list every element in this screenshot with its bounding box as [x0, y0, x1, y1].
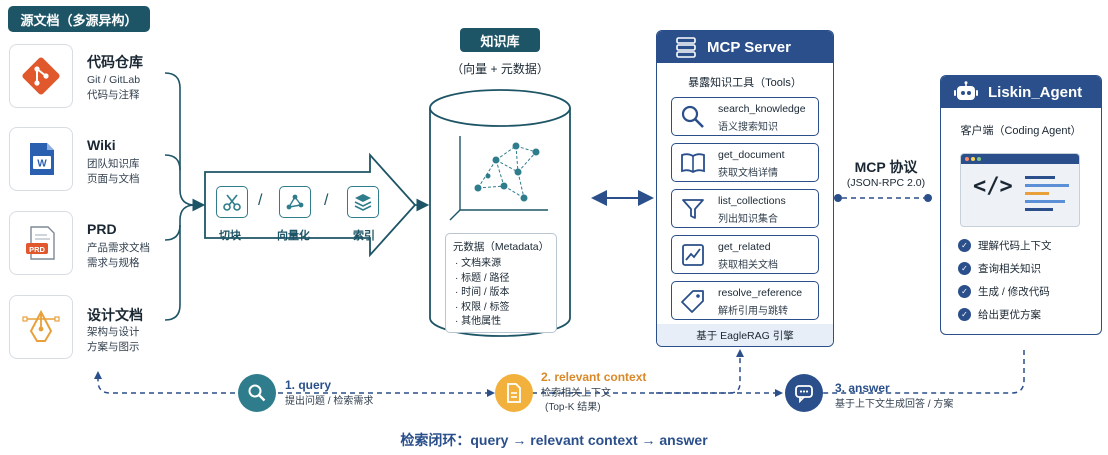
mcp-server-title: MCP Server: [707, 38, 791, 56]
tool-desc: 语义搜索知识: [718, 122, 778, 133]
loop-caption: 检索闭环：query → relevant context → answer: [400, 432, 708, 448]
search-icon: [248, 384, 266, 402]
agent-capability: ✓查询相关知识: [958, 261, 1041, 276]
mcp-server-header: MCP Server: [657, 31, 833, 63]
pen-tool-icon: [22, 309, 60, 342]
magnifier-icon: [681, 105, 704, 128]
loop-step-sub: 检索相关上下文: [541, 388, 611, 399]
source-bracket: [164, 72, 206, 321]
metadata-item: · 文档来源: [455, 258, 502, 269]
source-sub: 架构与设计方案与图示: [87, 326, 140, 353]
vectorize-step-box: [279, 186, 311, 218]
answer-step-icon: [785, 374, 823, 412]
metadata-item: · 时间 / 版本: [455, 287, 510, 298]
file-icon: [507, 383, 521, 403]
mcp-server-footer: 基于 EagleRAG 引擎: [657, 324, 833, 346]
chunk-step-box: [216, 186, 248, 218]
source-sub: 产品需求文档需求与规格: [87, 242, 150, 269]
source-card-code-repo: [9, 44, 73, 108]
check-icon: ✓: [958, 308, 971, 321]
agent-header: Liskin_Agent: [941, 76, 1101, 108]
index-step-box: [347, 186, 379, 218]
vector-space-icon: [449, 136, 548, 221]
tool-get-document[interactable]: get_document 获取文档详情: [671, 143, 819, 182]
source-card-design: [9, 295, 73, 359]
chat-bubble-icon: [795, 385, 813, 403]
code-window: </>: [960, 153, 1080, 227]
tool-name: get_document: [718, 149, 785, 161]
pipeline-step-label: 索引: [353, 230, 375, 242]
tool-name: search_knowledge: [718, 103, 806, 115]
pipeline-step-label: 切块: [219, 230, 241, 242]
loop-step-title: 1. query: [285, 378, 332, 392]
filter-icon: [682, 199, 704, 219]
source-sub: 团队知识库页面与文档: [87, 158, 140, 185]
context-step-icon: [495, 374, 533, 412]
prd-badge: PRD: [29, 245, 45, 254]
agent-title: Liskin_Agent: [988, 83, 1083, 101]
protocol-sub: (JSON-RPC 2.0): [846, 177, 926, 189]
loop-step-sub: 提出问题 / 检索需求: [285, 396, 374, 407]
mcp-server-subtitle: 暴露知识工具（Tools）: [688, 77, 802, 89]
source-title: Wiki: [87, 137, 116, 153]
git-icon: [22, 57, 60, 95]
protocol-title: MCP 协议: [854, 159, 918, 175]
server-icon: [676, 37, 696, 58]
loop-step-title: 2. relevant context: [541, 370, 647, 384]
source-card-wiki: W: [9, 127, 73, 191]
check-icon: ✓: [958, 239, 971, 252]
check-icon: ✓: [958, 285, 971, 298]
metadata-title: 元数据（Metadata）: [452, 241, 550, 253]
tool-desc: 获取文档详情: [718, 168, 778, 179]
chart-icon: [682, 244, 704, 266]
source-title: 代码仓库: [87, 54, 143, 70]
metadata-item: · 其他属性: [455, 316, 502, 327]
robot-icon: [954, 81, 978, 100]
document-icon: W: [30, 143, 54, 175]
loop-step-sub: 基于上下文生成回答 / 方案: [835, 399, 954, 410]
query-step-icon: [238, 374, 276, 412]
tool-name: resolve_reference: [718, 287, 803, 299]
source-title: 设计文档: [87, 307, 143, 323]
tool-search-knowledge[interactable]: search_knowledge 语义搜索知识: [671, 97, 819, 136]
prd-file-icon: PRD: [26, 226, 55, 260]
vector-nodes-icon: [286, 194, 304, 210]
check-icon: ✓: [958, 262, 971, 275]
agent-capability: ✓理解代码上下文: [958, 238, 1052, 253]
pipeline-step-label: 向量化: [277, 230, 310, 242]
layers-icon: [354, 194, 372, 211]
tool-get-related[interactable]: get_related 获取相关文档: [671, 235, 819, 274]
metadata-item: · 标题 / 路径: [455, 272, 510, 284]
loop-step-sub: (Top-K 结果): [545, 402, 601, 413]
metadata-box: 元数据（Metadata） · 文档来源 · 标题 / 路径 · 时间 / 版本…: [445, 233, 557, 333]
agent-capability: ✓生成 / 修改代码: [958, 284, 1050, 299]
scissors-icon: [223, 194, 241, 211]
tool-desc: 列出知识集合: [718, 214, 778, 225]
tool-name: list_collections: [718, 195, 786, 207]
tag-icon: [681, 290, 704, 313]
agent-capability: ✓给出更优方案: [958, 307, 1041, 322]
tool-resolve-reference[interactable]: resolve_reference 解析引用与跳转: [671, 281, 819, 320]
tool-desc: 解析引用与跳转: [718, 306, 788, 317]
pipeline-separator: /: [258, 192, 263, 209]
sources-header: 源文档（多源异构）: [8, 6, 150, 32]
source-title: PRD: [87, 221, 117, 237]
knowledge-base-title: 知识库: [460, 28, 540, 52]
loop-step-title: 3. answer: [835, 381, 890, 395]
knowledge-base-subtitle: （向量 + 元数据）: [451, 62, 549, 76]
agent-subtitle: 客户端（Coding Agent）: [960, 125, 1082, 137]
wiki-badge: W: [37, 159, 47, 170]
pipeline-separator: /: [324, 192, 329, 209]
metadata-item: · 权限 / 标签: [455, 301, 510, 313]
tool-list-collections[interactable]: list_collections 列出知识集合: [671, 189, 819, 228]
code-icon: </>: [973, 174, 1013, 199]
tool-desc: 获取相关文档: [718, 260, 778, 271]
book-icon: [681, 153, 705, 174]
source-card-prd: PRD: [9, 211, 73, 275]
tool-name: get_related: [718, 241, 771, 253]
